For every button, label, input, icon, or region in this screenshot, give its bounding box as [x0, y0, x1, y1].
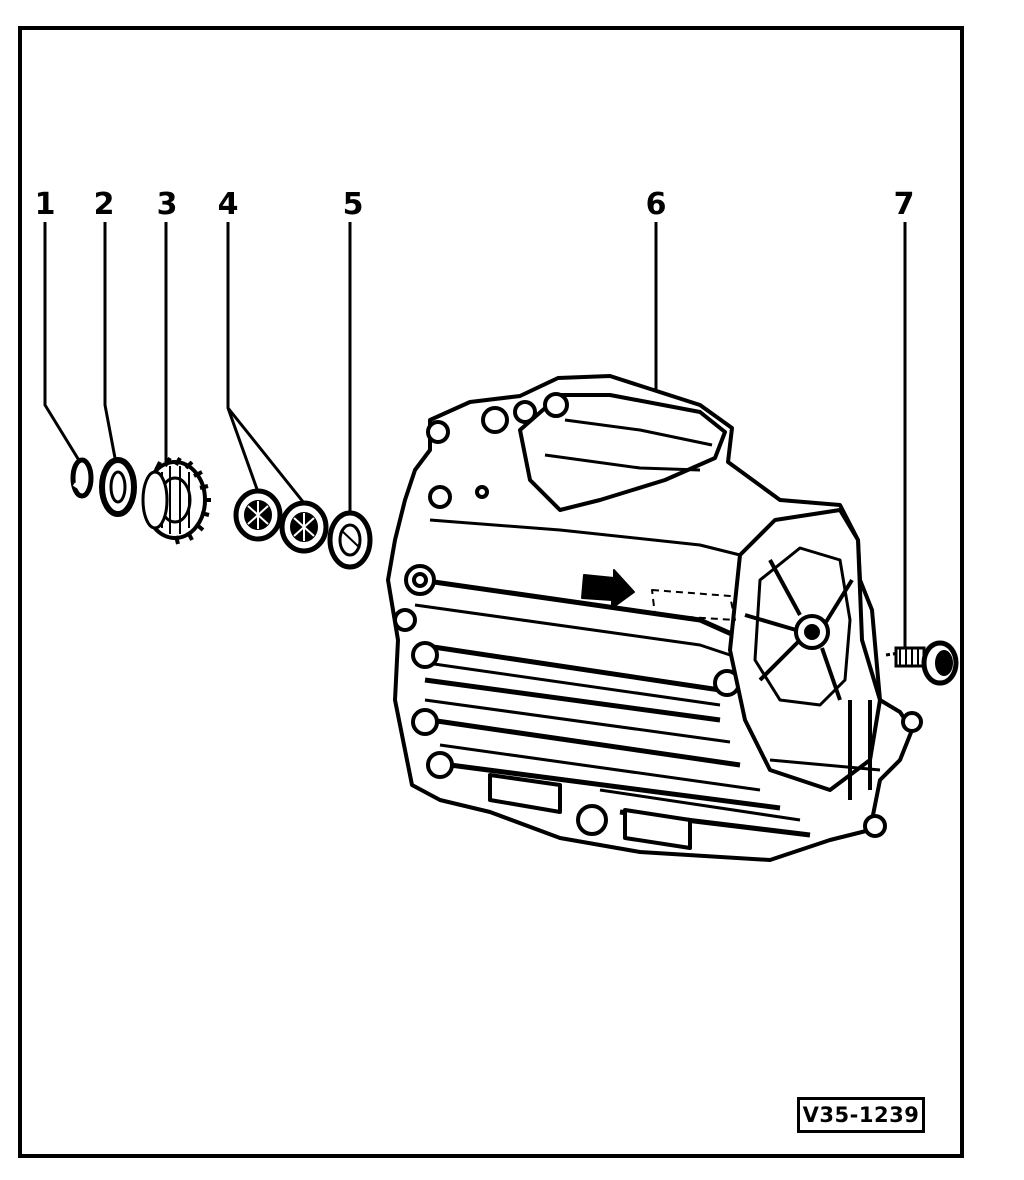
- callout-2: 2: [94, 187, 115, 222]
- reference-code-label: V35-1239: [797, 1097, 925, 1133]
- circlip-part: [70, 457, 94, 499]
- leader-line-4b: [226, 407, 306, 504]
- callout-4: 4: [218, 187, 239, 222]
- leader-lines: [43, 222, 907, 653]
- leader-line-1: [43, 222, 82, 463]
- washer-part: [99, 457, 137, 517]
- thrust-washer-part: [327, 510, 373, 570]
- leader-line-4a: [226, 222, 260, 493]
- callout-7: 7: [894, 187, 915, 222]
- gearbox-housing-part: [386, 374, 923, 862]
- callout-5: 5: [343, 187, 364, 222]
- bolt-part: [885, 640, 959, 686]
- needle-bearings-part: [233, 488, 329, 554]
- gear-part: [141, 456, 211, 545]
- callout-1: 1: [35, 187, 56, 222]
- callout-6: 6: [646, 187, 667, 222]
- leader-line-2: [103, 222, 117, 459]
- callout-3: 3: [157, 187, 178, 222]
